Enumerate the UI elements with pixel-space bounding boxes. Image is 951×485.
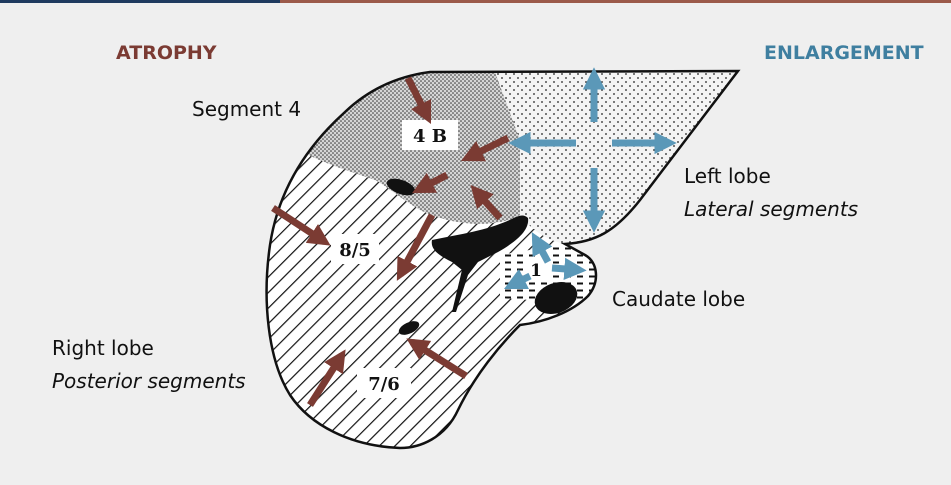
atrophy-arrow (470, 184, 503, 221)
right-lobe-label: Right lobe (52, 336, 154, 360)
hepatic-vessels (386, 178, 578, 335)
lateral-segments-label: Lateral segments (684, 197, 859, 221)
enlargement-heading: ENLARGEMENT (764, 42, 924, 64)
atrophy-arrow (271, 205, 331, 246)
segment-4b-label: 4 B (413, 126, 447, 147)
atrophy-arrow (307, 349, 346, 407)
right-lobe-sublabel: Posterior segments (52, 368, 246, 394)
liver-outline-group (265, 69, 741, 450)
enlargement-arrow (503, 268, 532, 290)
caudate-lobe-label: Caudate lobe (612, 287, 746, 311)
segment-76-label-box (357, 368, 411, 398)
left-lobe-label: Left lobe (684, 164, 771, 188)
atrophy-arrow (460, 134, 510, 162)
top-bar-red (280, 0, 951, 3)
segment-1-label: 1 (530, 261, 542, 281)
enlargement-arrow (531, 232, 553, 264)
segment-4b-label-box (402, 120, 458, 150)
atrophy-heading: ATROPHY (116, 42, 217, 64)
enlargement-arrows (503, 67, 677, 290)
top-accent-bar (0, 0, 951, 3)
left-lobe-sublabel: Lateral segments (684, 196, 858, 222)
segment-85-label-box (331, 234, 379, 264)
segment-labels: 4 B 8/5 7/6 1 (331, 120, 547, 398)
left-lobe-region (495, 71, 738, 244)
segment-4-label: Segment 4 (192, 97, 302, 121)
liver-outline (265, 69, 741, 450)
segment-85-label: 8/5 (339, 240, 371, 261)
atrophy-arrows (271, 76, 510, 407)
posterior-segments-label: Posterior segments (52, 369, 246, 393)
atrophy-arrow (396, 213, 436, 281)
atrophy-arrow (412, 171, 449, 194)
atrophy-arrow (404, 76, 432, 125)
atrophy-arrow (406, 338, 468, 379)
segment-1-label-box (525, 258, 547, 280)
segment-76-label: 7/6 (368, 374, 400, 395)
enlargement-arrow (551, 257, 587, 281)
top-bar-navy (0, 0, 280, 3)
